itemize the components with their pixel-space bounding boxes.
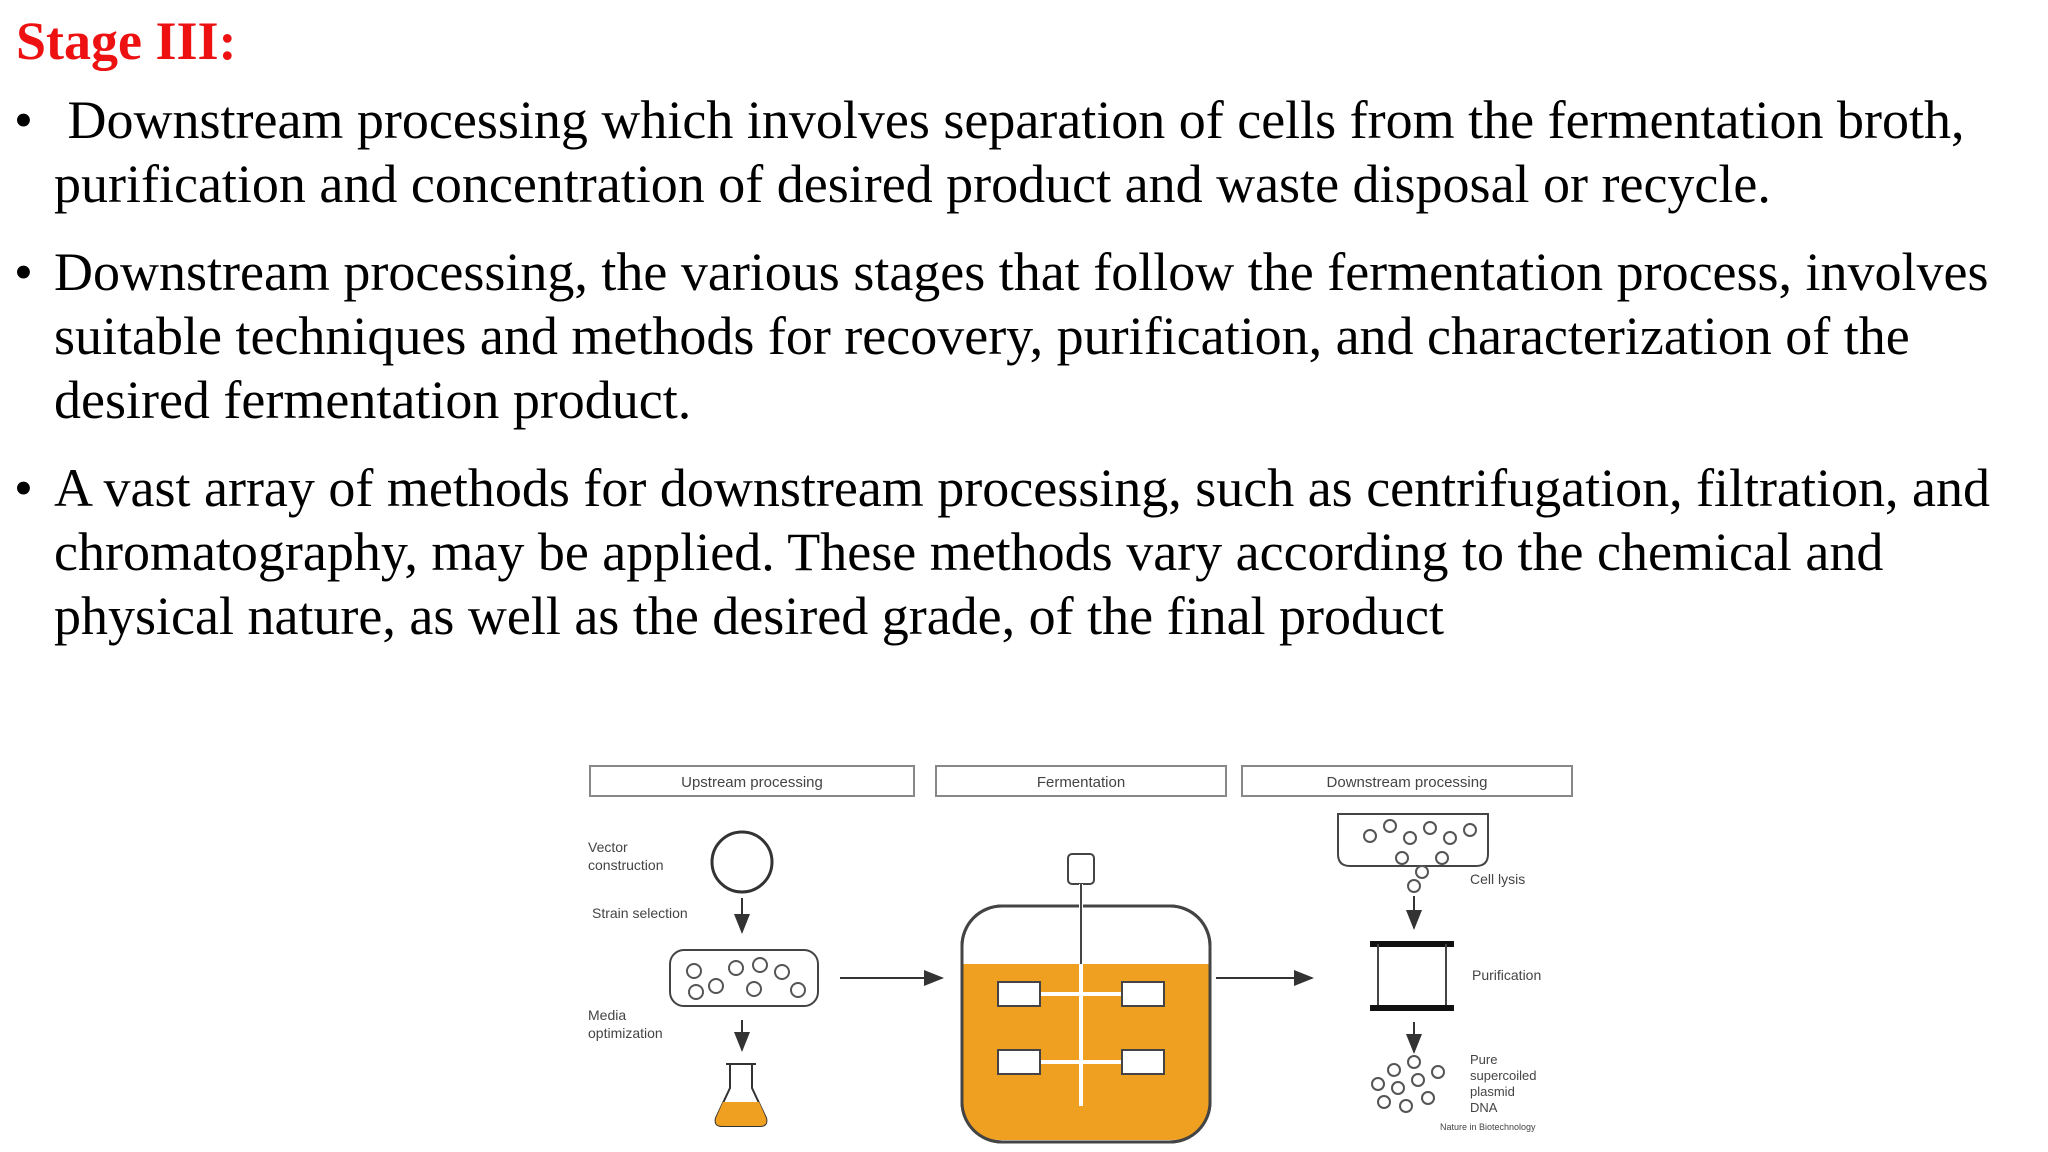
cell-lysis-label: Cell lysis (1470, 871, 1525, 887)
vector-label-1: Vector (588, 839, 628, 855)
pure-label-2: supercoiled (1470, 1068, 1537, 1083)
cell-lysis-icon (1337, 813, 1489, 893)
header-upstream: Upstream processing (589, 765, 915, 797)
bullet-text: Downstream processing, the various stage… (54, 242, 1989, 430)
cell-culture-icon (669, 949, 819, 1007)
bullet-item: • Downstream processing, the various sta… (0, 240, 2040, 432)
purification-column-icon (1370, 941, 1454, 1011)
pure-label-3: plasmid (1470, 1084, 1515, 1099)
bullet-item: • Downstream processing which involves s… (0, 88, 2040, 216)
process-diagram: Upstream processing Fermentation Downstr… (570, 746, 1590, 1152)
bullet-dot: • (14, 458, 33, 518)
slide-title: Stage III: (16, 11, 237, 71)
bullet-dot: • (14, 242, 33, 302)
header-fermentation: Fermentation (935, 765, 1227, 797)
header-fermentation-label: Fermentation (1037, 774, 1125, 791)
vector-label-2: construction (588, 857, 663, 873)
bullet-item: • A vast array of methods for downstream… (0, 456, 2040, 648)
header-upstream-label: Upstream processing (681, 774, 823, 791)
strain-label: Strain selection (592, 905, 688, 921)
plasmid-dna-icon (1371, 1055, 1445, 1113)
bullet-text: A vast array of methods for downstream p… (54, 458, 1990, 646)
media-label-1: Media (588, 1007, 626, 1023)
header-downstream-label: Downstream processing (1327, 774, 1488, 791)
pure-label-1: Pure (1470, 1052, 1497, 1067)
fermenter-icon (960, 853, 1212, 1144)
media-label-2: optimization (588, 1025, 663, 1041)
bullet-dot: • (14, 90, 33, 150)
bullet-list: • Downstream processing which involves s… (0, 88, 2040, 672)
bullet-text: Downstream processing which involves sep… (54, 90, 1978, 214)
flask-icon (714, 1063, 768, 1127)
plasmid-icon (710, 830, 774, 894)
figure-credit: Nature in Biotechnology (1440, 1122, 1536, 1132)
header-downstream: Downstream processing (1241, 765, 1573, 797)
purification-label: Purification (1472, 967, 1541, 983)
pure-label-4: DNA (1470, 1100, 1498, 1115)
